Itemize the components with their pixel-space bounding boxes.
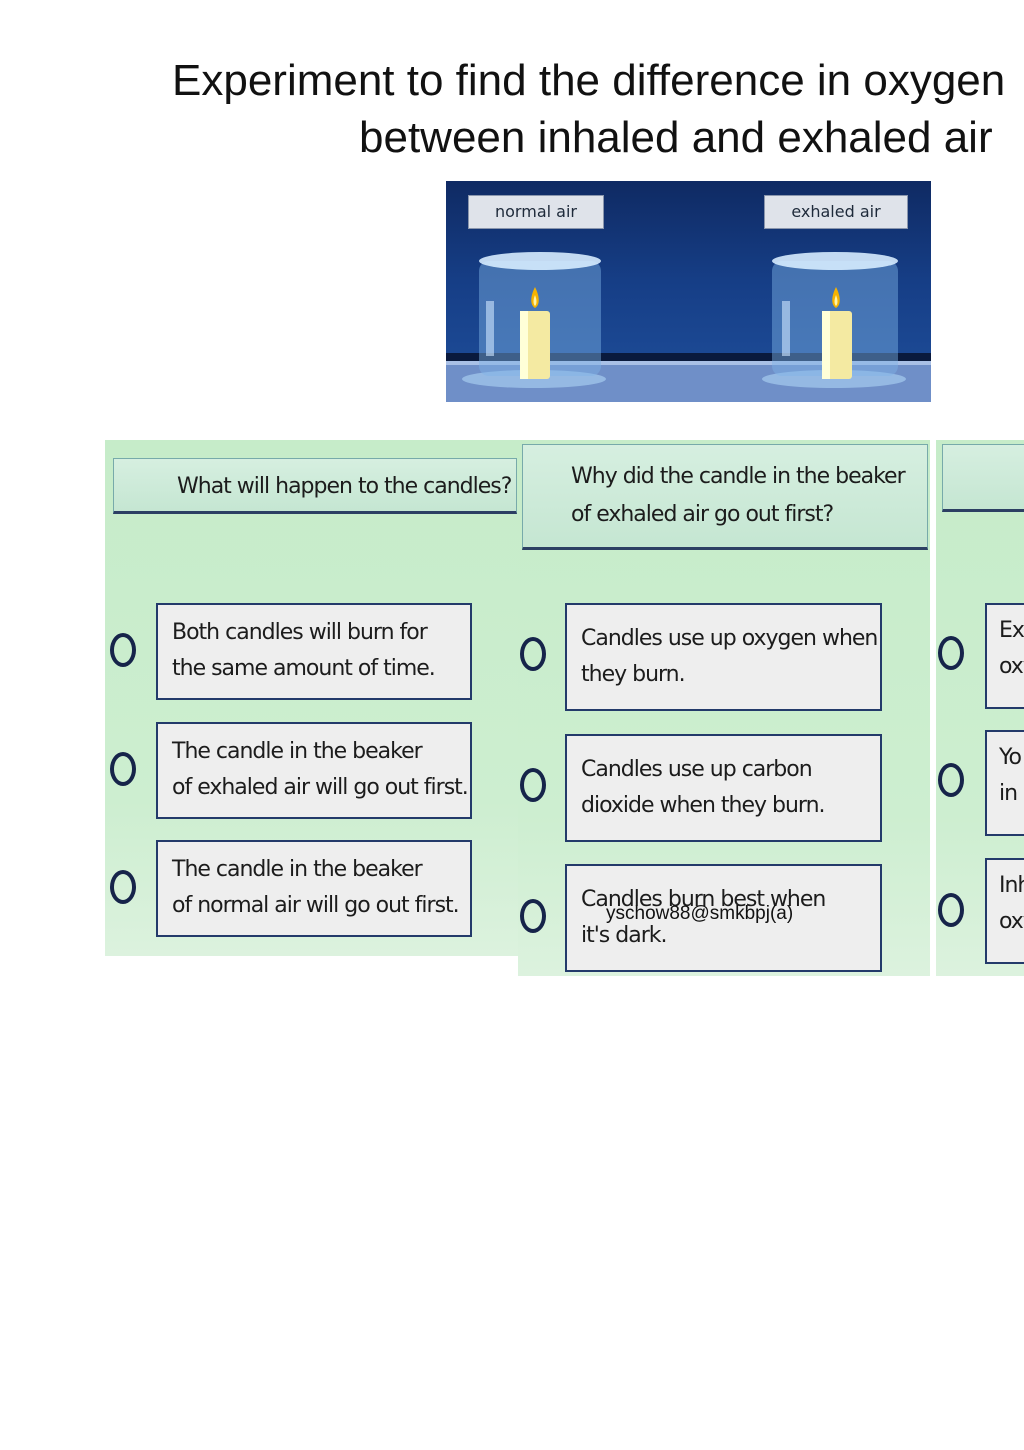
experiment-illustration: normal air exhaled air xyxy=(446,181,931,402)
question-1-option-2[interactable]: The candle in the beaker of exhaled air … xyxy=(156,722,472,819)
bell-jars-graphic xyxy=(446,252,931,402)
option-text-line: they burn. xyxy=(581,662,686,687)
option-text-line: Yo xyxy=(999,745,1022,770)
question-3-option-2[interactable]: Yo in a xyxy=(985,730,1024,836)
question-2-option-1[interactable]: Candles use up oxygen when they burn. xyxy=(565,603,882,711)
bell-jar-normal-air xyxy=(462,252,606,388)
option-text-line: it's dark. xyxy=(581,923,667,948)
question-2-option-2[interactable]: Candles use up carbon dioxide when they … xyxy=(565,734,882,842)
question-2-option-3[interactable]: Candles burn best when it's dark. xyxy=(565,864,882,972)
slide-title: Experiment to find the difference in oxy… xyxy=(172,52,1024,166)
candle-normal-air xyxy=(520,287,550,379)
slide-title-line-2: between inhaled and exhaled air xyxy=(359,113,993,162)
option-text-line: Candles use up oxygen when xyxy=(581,626,878,651)
option-text-line: The candle in the beaker xyxy=(172,857,423,882)
option-text-line: the same amount of time. xyxy=(172,656,436,681)
option-text-line: The candle in the beaker xyxy=(172,739,423,764)
quiz-panel-3: Ex oxy Yo in a Inh oxy xyxy=(936,440,1024,976)
option-text-line: Ex xyxy=(999,618,1024,643)
question-2-text-line-2: of exhaled air go out first? xyxy=(571,502,834,527)
candle-exhaled-air xyxy=(822,287,852,379)
question-1-option-2-radio[interactable] xyxy=(110,752,136,786)
label-normal-air: normal air xyxy=(468,195,604,229)
question-3-option-1[interactable]: Ex oxy xyxy=(985,603,1024,709)
option-text-line: Candles burn best when xyxy=(581,887,826,912)
question-1-option-1-radio[interactable] xyxy=(110,633,136,667)
option-text-line: dioxide when they burn. xyxy=(581,793,826,818)
watermark-text: yschow88@smkbpj(a) xyxy=(606,903,794,924)
quiz-panel-1: What will happen to the candles? Both ca… xyxy=(105,440,519,956)
question-1-option-3[interactable]: The candle in the beaker of normal air w… xyxy=(156,840,472,937)
question-2-option-3-radio[interactable] xyxy=(520,899,546,933)
quiz-panel-2: Why did the candle in the beaker of exha… xyxy=(518,440,930,976)
bell-jar-exhaled-air xyxy=(762,252,906,388)
option-text-line: oxy xyxy=(999,909,1024,934)
option-text-line: Inh xyxy=(999,873,1024,898)
question-2-box: Why did the candle in the beaker of exha… xyxy=(522,444,928,550)
label-exhaled-air: exhaled air xyxy=(764,195,908,229)
question-2-text-line-1: Why did the candle in the beaker xyxy=(571,464,906,489)
question-3-box xyxy=(942,444,1024,512)
question-1-option-3-radio[interactable] xyxy=(110,870,136,904)
option-text-line: in a xyxy=(999,781,1024,806)
option-text-line: of normal air will go out first. xyxy=(172,893,460,918)
question-1-text: What will happen to the candles? xyxy=(177,474,512,499)
question-3-option-3[interactable]: Inh oxy xyxy=(985,858,1024,964)
slide-title-line-1: Experiment to find the difference in oxy… xyxy=(172,56,1006,105)
question-3-option-3-radio[interactable] xyxy=(938,893,964,927)
option-text-line: oxy xyxy=(999,654,1024,679)
question-2-option-1-radio[interactable] xyxy=(520,637,546,671)
question-3-option-2-radio[interactable] xyxy=(938,763,964,797)
question-1-option-1[interactable]: Both candles will burn for the same amou… xyxy=(156,603,472,700)
option-text-line: Candles use up carbon xyxy=(581,757,813,782)
option-text-line: of exhaled air will go out first. xyxy=(172,775,469,800)
question-1-box: What will happen to the candles? xyxy=(113,458,517,514)
question-2-option-2-radio[interactable] xyxy=(520,768,546,802)
question-3-option-1-radio[interactable] xyxy=(938,636,964,670)
option-text-line: Both candles will burn for xyxy=(172,620,428,645)
